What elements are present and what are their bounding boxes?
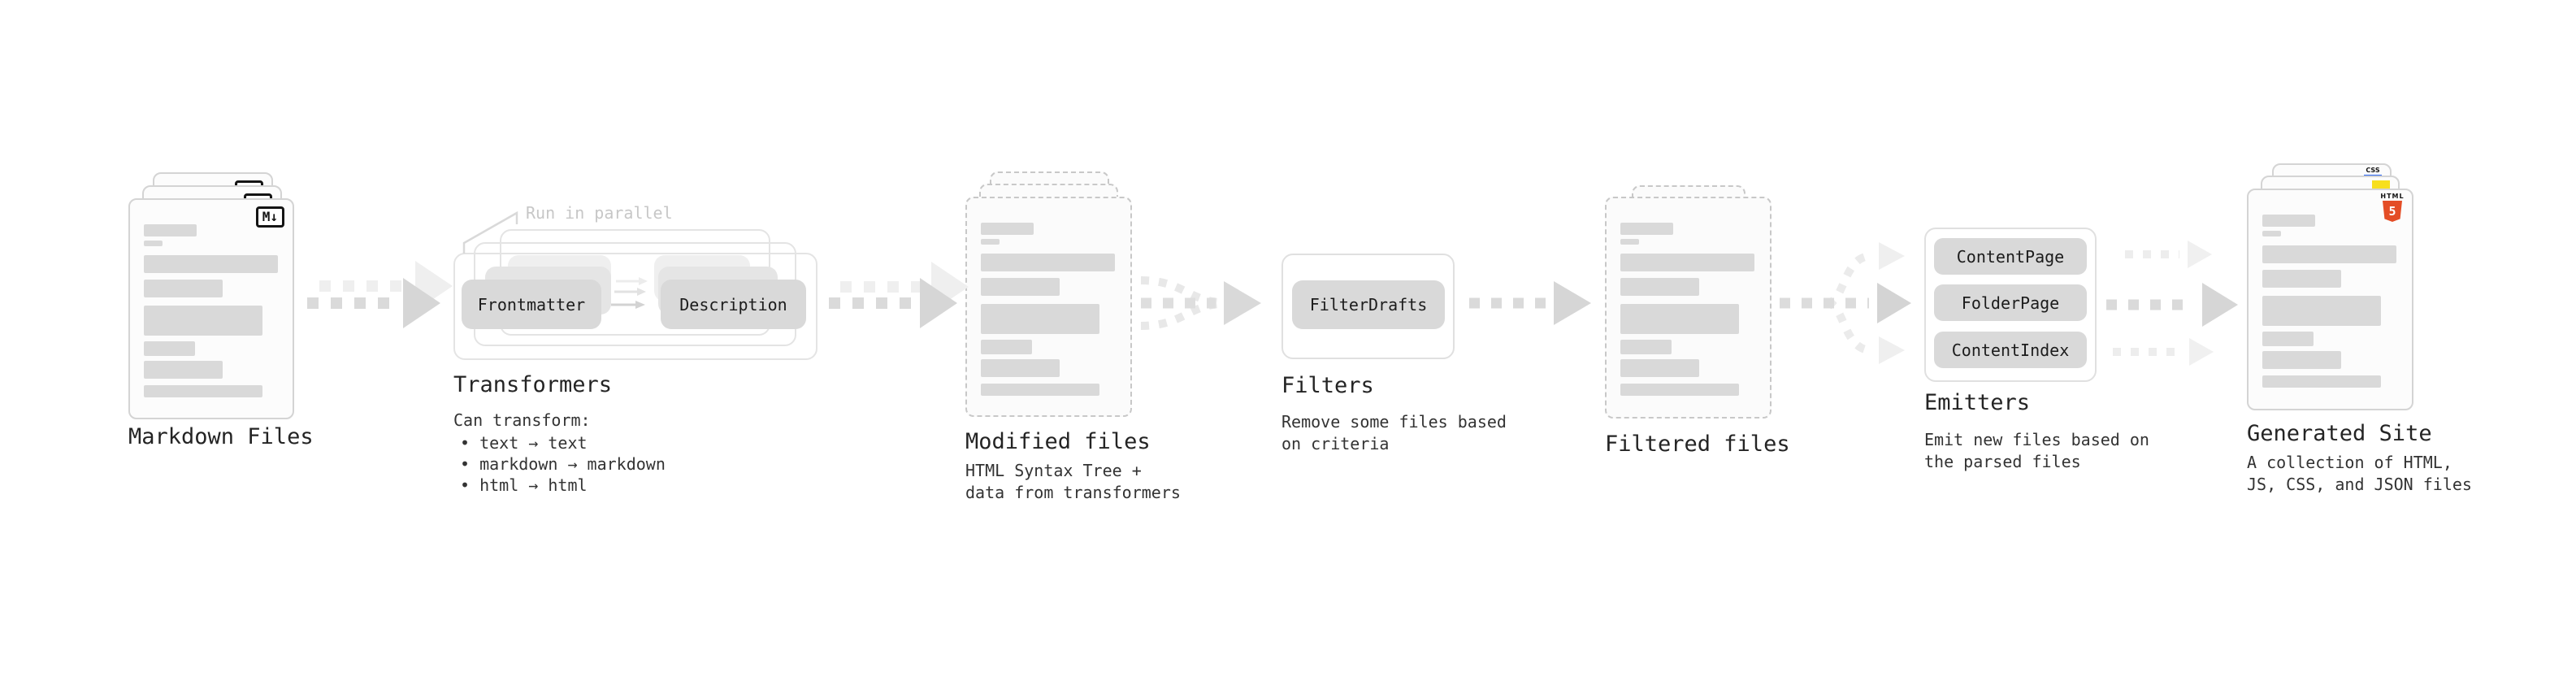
- file-content-bar: [1620, 359, 1699, 377]
- transform-bullet: • text → text: [460, 433, 588, 453]
- desc-line: HTML Syntax Tree +: [965, 461, 1142, 480]
- desc-line: the parsed files: [1924, 452, 2081, 471]
- file-content-bar: [2262, 231, 2281, 236]
- file-content-bar: [1620, 340, 1672, 354]
- transform-bullet: • markdown → markdown: [460, 454, 666, 474]
- stage-label-filters: Filters: [1281, 373, 1374, 398]
- file-content-bar: [144, 255, 278, 273]
- desc-line: A collection of HTML,: [2247, 453, 2452, 472]
- arrow-emitters-to-generated: [2106, 241, 2238, 366]
- file-content-bar: [2262, 270, 2341, 288]
- arrow-filtered-to-emitters: [1780, 242, 1911, 364]
- arrow-filters-to-filtered: [1469, 281, 1591, 325]
- stage-label-transformers: Transformers: [453, 372, 613, 397]
- file-content-bar: [2262, 375, 2381, 388]
- file-content-bar: [1620, 254, 1754, 271]
- arrow-transformers-to-modified: [829, 262, 969, 328]
- file-content-bar: [981, 254, 1115, 271]
- file-content-bar: [981, 304, 1099, 334]
- emitter-folderpage: FolderPage: [1934, 284, 2087, 321]
- stage-label-filtered-files: Filtered files: [1605, 432, 1790, 457]
- html5-icon-shield: 5: [2383, 201, 2402, 222]
- arrow-modified-to-filters: [1140, 276, 1261, 330]
- modified-file-front: [965, 197, 1132, 417]
- stage-label-generated-site: Generated Site: [2247, 421, 2432, 446]
- file-content-bar: [144, 241, 163, 246]
- stage-label-emitters: Emitters: [1924, 390, 2031, 415]
- file-content-bar: [1620, 278, 1699, 296]
- desc-line: data from transformers: [965, 483, 1181, 502]
- file-content-bar: [144, 361, 223, 379]
- js-icon: [2372, 180, 2390, 189]
- stage-label-markdown-files: Markdown Files: [128, 424, 314, 449]
- filter-filterdrafts: FilterDrafts: [1292, 280, 1445, 329]
- desc-line: Emit new files based on: [1924, 430, 2149, 449]
- file-content-bar: [2262, 296, 2381, 326]
- file-content-bar: [144, 385, 262, 397]
- file-content-bar: [981, 359, 1060, 377]
- file-content-bar: [1620, 239, 1639, 245]
- file-content-bar: [144, 306, 262, 336]
- stage-label-modified-files: Modified files: [965, 429, 1151, 454]
- emitter-contentpage: ContentPage: [1934, 238, 2087, 275]
- file-content-bar: [981, 340, 1032, 354]
- markdown-icon: M↓: [255, 206, 284, 228]
- file-content-bar: [144, 341, 195, 356]
- transformer-box-front: [453, 253, 817, 360]
- file-content-bar: [2262, 245, 2396, 263]
- html5-icon-label: HTML: [2380, 193, 2405, 200]
- modified-files-desc: HTML Syntax Tree + data from transformer…: [965, 460, 1181, 504]
- file-content-bar: [981, 384, 1099, 396]
- generated-file-html: HTML 5: [2247, 189, 2413, 410]
- file-content-bar: [981, 239, 1000, 245]
- desc-line: JS, CSS, and JSON files: [2247, 475, 2472, 494]
- file-content-bar: [144, 280, 223, 297]
- file-content-bar: [2262, 215, 2315, 227]
- file-content-bar: [1620, 384, 1739, 396]
- file-content-bar: [981, 278, 1060, 296]
- emitter-contentindex: ContentIndex: [1934, 332, 2087, 368]
- file-content-bar: [144, 224, 197, 236]
- file-content-bar: [1620, 304, 1739, 334]
- html5-icon: HTML 5: [2379, 193, 2405, 222]
- desc-line: Remove some files based: [1281, 412, 1507, 432]
- arrow-markdown-to-transformers: [307, 261, 453, 328]
- filters-desc: Remove some files based on criteria: [1281, 411, 1507, 455]
- file-content-bar: [2262, 351, 2341, 369]
- css-icon-label: CSS: [2366, 167, 2380, 174]
- emitters-desc: Emit new files based on the parsed files: [1924, 429, 2149, 473]
- run-in-parallel-note: Run in parallel: [526, 203, 673, 223]
- file-content-bar: [1620, 223, 1673, 235]
- transform-bullet: • html → html: [460, 475, 588, 495]
- transformer-frontmatter: Frontmatter: [462, 280, 601, 329]
- file-content-bar: [981, 223, 1034, 235]
- transformer-description: Description: [661, 280, 806, 329]
- transformers-desc-title: Can transform:: [453, 410, 591, 430]
- desc-line: on criteria: [1281, 434, 1390, 453]
- filtered-file-front: [1605, 197, 1772, 419]
- file-content-bar: [2262, 332, 2314, 346]
- markdown-file-front: M↓: [128, 198, 294, 419]
- generated-site-desc: A collection of HTML, JS, CSS, and JSON …: [2247, 452, 2472, 496]
